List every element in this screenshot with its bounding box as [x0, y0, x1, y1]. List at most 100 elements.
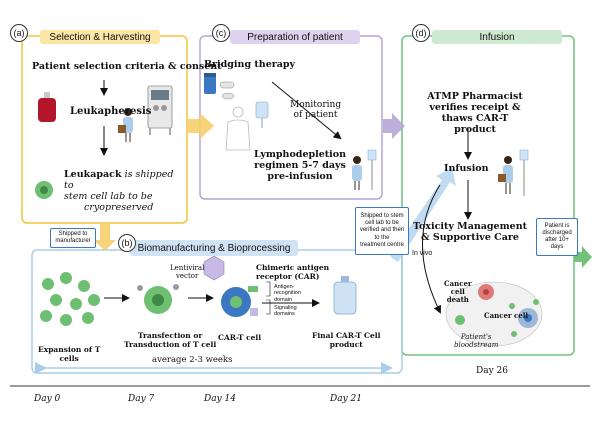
- patient-iv-icon: [352, 149, 377, 190]
- arrow-discharge: [574, 246, 592, 268]
- signaling-text: Signaling domains: [274, 305, 297, 318]
- atmp-text: ATMP Pharmacist verifies receipt & thaws…: [420, 91, 530, 136]
- arrow-c-to-d: [383, 113, 405, 139]
- lymphodepletion-text: Lymphodepletion regimen 5-7 days pre-inf…: [254, 149, 347, 183]
- panel-b-title-text: Biomanufacturing & Bioprocessing: [137, 242, 291, 254]
- bridging-therapy: Bridging therapy: [204, 59, 296, 70]
- lentiviral-text: Lentiviral vector: [170, 264, 204, 280]
- leukapack-line2: stem cell lab to be: [64, 190, 153, 202]
- monitoring-text: Monitoring of patient: [290, 100, 341, 121]
- discharged-callout: Patient is discharged after 10+ days: [536, 218, 578, 256]
- infusion-label: Infusion: [444, 163, 489, 174]
- panel-d-title: Infusion: [432, 30, 562, 44]
- lentiviral-line1: Lentiviral: [170, 264, 205, 272]
- cancer-cell-label: Cancer cell: [484, 311, 529, 320]
- expansion-line1: Expansion of T: [38, 345, 101, 354]
- leukapack-text: Leukapack is shipped to stem cell lab to…: [64, 169, 184, 214]
- car-line2: receptor (CAR): [256, 271, 320, 281]
- medication-icon: [204, 73, 235, 100]
- leukapack-line1: is shipped to: [64, 169, 174, 191]
- timeline-day-0: Day 0: [34, 394, 61, 404]
- leukapack-line3: cryopreserved: [84, 201, 154, 213]
- shipped-manufacturer-callout: Shipped to manufacturer: [50, 228, 96, 248]
- lympho-line3: pre-infusion: [267, 170, 333, 182]
- signaling-line2: domains: [274, 311, 295, 318]
- atmp-line3: thaws CAR-T product: [441, 112, 509, 135]
- panel-c-title: Preparation of patient: [230, 30, 360, 44]
- expansion-line2: cells: [59, 353, 79, 363]
- panel-a-letter: (a): [10, 24, 28, 42]
- t-cell-icon: [35, 181, 53, 199]
- discharged-line4: days: [550, 244, 564, 251]
- car-t-cell-icon: [221, 286, 258, 317]
- timeline-day-14: Day 14: [204, 394, 236, 404]
- antigen-line3: domain: [274, 296, 293, 303]
- panel-b-letter: (b): [118, 234, 136, 252]
- blood-bag-icon: [38, 92, 56, 122]
- timeline-day-7: Day 7: [128, 394, 155, 404]
- bloodstream-icon: [445, 281, 543, 347]
- apheresis-machine-icon: [147, 85, 173, 135]
- car-line1: Chimeric antigen: [256, 263, 330, 272]
- average-weeks: average 2-3 weeks: [152, 355, 233, 365]
- leukapack-bold: Leukapack: [64, 169, 122, 180]
- iv-bag-icon: [255, 101, 269, 128]
- transfection-text: Transfection or Transduction of T cell: [124, 331, 216, 349]
- panel-d-letter: (d): [412, 24, 430, 42]
- expansion-text: Expansion of T cells: [38, 345, 101, 363]
- shipped-manufacturer-line1: Shipped to: [58, 230, 88, 237]
- final-line2: product: [329, 339, 363, 349]
- toxicity-line2: & Supportive Care: [421, 231, 519, 243]
- shipped-manufacturer-line2: manufacturer: [55, 238, 91, 244]
- lentiviral-line2: vector: [175, 272, 199, 281]
- t-cell-cluster-icon: [40, 272, 100, 326]
- atmp-line1: ATMP Pharmacist: [427, 91, 523, 102]
- antigen-line2: recognition: [274, 290, 301, 297]
- arrow-a-to-c: [188, 113, 214, 139]
- signaling-line1: Signaling: [274, 305, 297, 311]
- atmp-line2: verifies receipt &: [429, 101, 521, 113]
- car-text: Chimeric antigen receptor (CAR): [256, 263, 330, 281]
- patient-infusion-icon: [498, 149, 529, 196]
- antigen-line1: Antigen-: [274, 284, 295, 290]
- timeline-day-26: Day 26: [476, 366, 508, 376]
- shipped-stem-line5: treatment centre: [360, 241, 404, 248]
- cancer-death-line2: cell: [450, 287, 465, 297]
- shipped-stem-line3: verified and then: [359, 227, 405, 234]
- arrow-a-to-b: [94, 224, 116, 251]
- leukapheresis-label: Leukapheresis: [70, 106, 152, 117]
- shipped-stem-callout: Shipped to stem cell lab to be verified …: [355, 207, 409, 255]
- lentiviral-vector-icon: [203, 255, 225, 281]
- transfected-t-cell-icon: [137, 284, 179, 314]
- panel-d-title-text: Infusion: [479, 31, 515, 43]
- lympho-line1: Lymphodepletion: [254, 149, 347, 160]
- toxicity-line1: Toxicity Management: [412, 221, 527, 232]
- final-line1: Final CAR-T Cell: [312, 331, 381, 340]
- antigen-text: Antigen- recognition domain: [274, 284, 301, 303]
- panel-a-title: Selection & Harvesting: [40, 30, 160, 44]
- discharged-line3: after 10+: [545, 237, 569, 243]
- bloodstream-line2: bloodstream: [454, 341, 499, 350]
- final-product-bag-icon: [333, 276, 357, 315]
- final-product-text: Final CAR-T Cell product: [312, 331, 381, 349]
- discharged-line1: Patient is: [544, 222, 570, 229]
- cancer-death-line3: death: [446, 295, 469, 305]
- panel-b-title: Biomanufacturing & Bioprocessing: [130, 240, 298, 256]
- panel-a-title-text: Selection & Harvesting: [49, 31, 151, 43]
- panel-c-title-text: Preparation of patient: [247, 31, 343, 43]
- cancer-death-line1: Cancer: [444, 279, 472, 288]
- patient-outline-icon: [225, 106, 251, 151]
- monitoring-line2: of patient: [293, 110, 338, 121]
- patient-figure-icon: [118, 108, 133, 142]
- shipped-stem-line1: Shipped to stem: [360, 213, 404, 220]
- discharged-line2: discharged: [542, 229, 572, 236]
- monitoring-line1: Monitoring: [290, 100, 342, 110]
- in-vivo-label: In vivo: [412, 250, 433, 257]
- shipped-stem-line2: cell lab to be: [365, 220, 399, 227]
- toxicity-text: Toxicity Management & Supportive Care: [410, 221, 530, 244]
- bloodstream-text: Patient's bloodstream: [454, 333, 498, 349]
- shipped-stem-line4: to the: [374, 234, 390, 241]
- cancer-death-text: Cancer cell death: [444, 279, 472, 305]
- transfection-line1: Transfection or: [137, 331, 203, 340]
